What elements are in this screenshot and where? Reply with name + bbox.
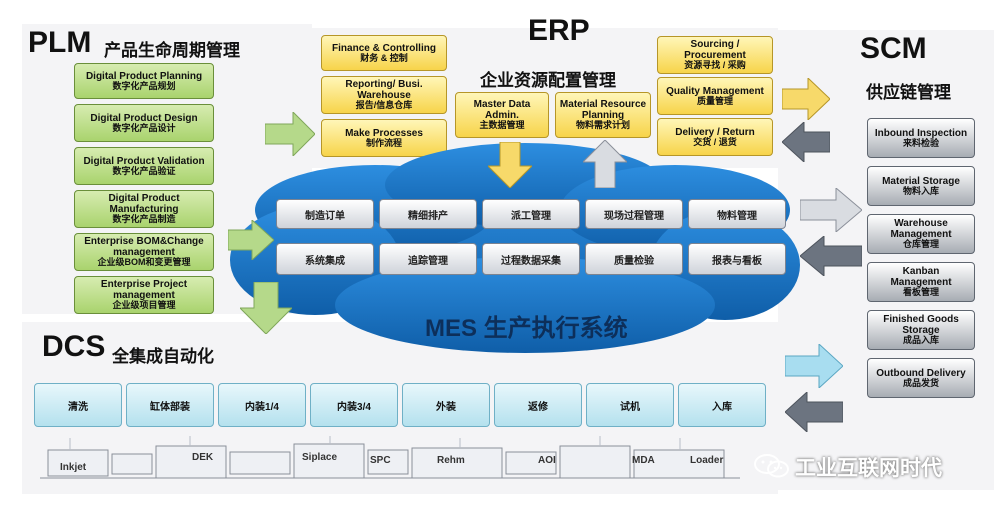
plm-subtitle: 产品生命周期管理	[104, 41, 240, 60]
dcs-station: 外装	[402, 383, 490, 427]
dcs-station: 入库	[678, 383, 766, 427]
dcs-station: 内装3/4	[310, 383, 398, 427]
machine-label: SPC	[370, 455, 391, 466]
erp-center-item: Master Data Admin.主数据管理	[455, 92, 549, 138]
dcs-station: 内装1/4	[218, 383, 306, 427]
mes-title: MES 生产执行系统	[425, 315, 628, 342]
watermark-text: 工业互联网时代	[795, 457, 942, 480]
arrow-mes-to-scm-icon	[800, 188, 862, 232]
mes-function: 物料管理	[688, 199, 786, 229]
machine-label: Rehm	[437, 455, 465, 466]
scm-subtitle: 供应链管理	[866, 83, 951, 102]
mes-function: 追踪管理	[379, 243, 477, 275]
arrow-scm-to-mes-icon	[800, 236, 862, 276]
mes-function: 质量检验	[585, 243, 683, 275]
erp-subtitle: 企业资源配置管理	[480, 71, 616, 90]
mes-function: 过程数据采集	[482, 243, 580, 275]
arrow-dcs-to-scm-icon	[785, 344, 843, 388]
machine-label: AOI	[538, 455, 556, 466]
machine-label: Inkjet	[60, 462, 87, 473]
dcs-subtitle: 全集成自动化	[112, 347, 214, 366]
dcs-station: 返修	[494, 383, 582, 427]
mes-function: 精细排产	[379, 199, 477, 229]
arrow-plm-to-erp-icon	[265, 112, 315, 156]
production-line-illustration	[40, 436, 740, 479]
erp-title: ERP	[528, 14, 590, 47]
dcs-station: 试机	[586, 383, 674, 427]
machine-label: DEK	[192, 452, 214, 463]
wechat-icon	[754, 454, 789, 478]
arrow-erp-to-mes-icon	[488, 142, 532, 188]
machine-label: Siplace	[302, 452, 338, 463]
dcs-title: DCS	[42, 330, 106, 363]
arrow-plm-to-mes-icon	[228, 220, 274, 260]
mes-function: 现场过程管理	[585, 199, 683, 229]
mes-function: 派工管理	[482, 199, 580, 229]
plm-title: PLM	[28, 26, 92, 59]
mes-function: 报表与看板	[688, 243, 786, 275]
arrow-scm-to-dcs-icon	[785, 392, 843, 432]
machine-label: MDA	[632, 455, 655, 466]
arrow-plm-to-dcs-icon	[240, 282, 292, 334]
mes-function: 系统集成	[276, 243, 374, 275]
dcs-station: 清洗	[34, 383, 122, 427]
mes-function: 制造订单	[276, 199, 374, 229]
arrow-erp-to-scm-icon	[782, 78, 830, 120]
arrow-scm-to-erp-icon	[782, 122, 830, 162]
machine-label: Loader	[690, 455, 724, 466]
dcs-station: 缸体部装	[126, 383, 214, 427]
scm-title: SCM	[860, 32, 927, 65]
arrow-mes-to-erp-icon	[583, 140, 627, 188]
